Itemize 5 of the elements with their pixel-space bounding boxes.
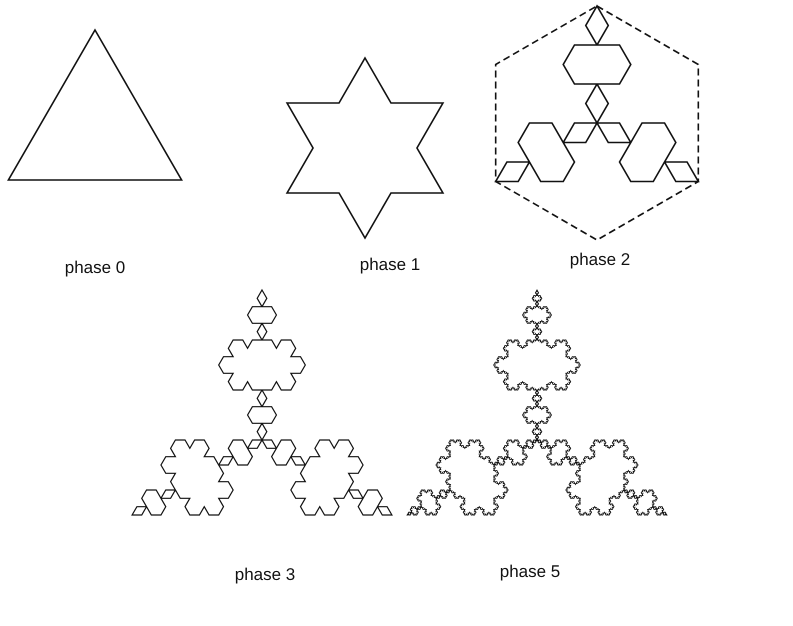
caption: phase 2 — [570, 250, 630, 270]
caption: phase 1 — [360, 255, 420, 275]
caption: phase 5 — [500, 562, 560, 582]
caption: phase 3 — [234, 565, 296, 585]
caption: phase 0 — [64, 258, 126, 278]
